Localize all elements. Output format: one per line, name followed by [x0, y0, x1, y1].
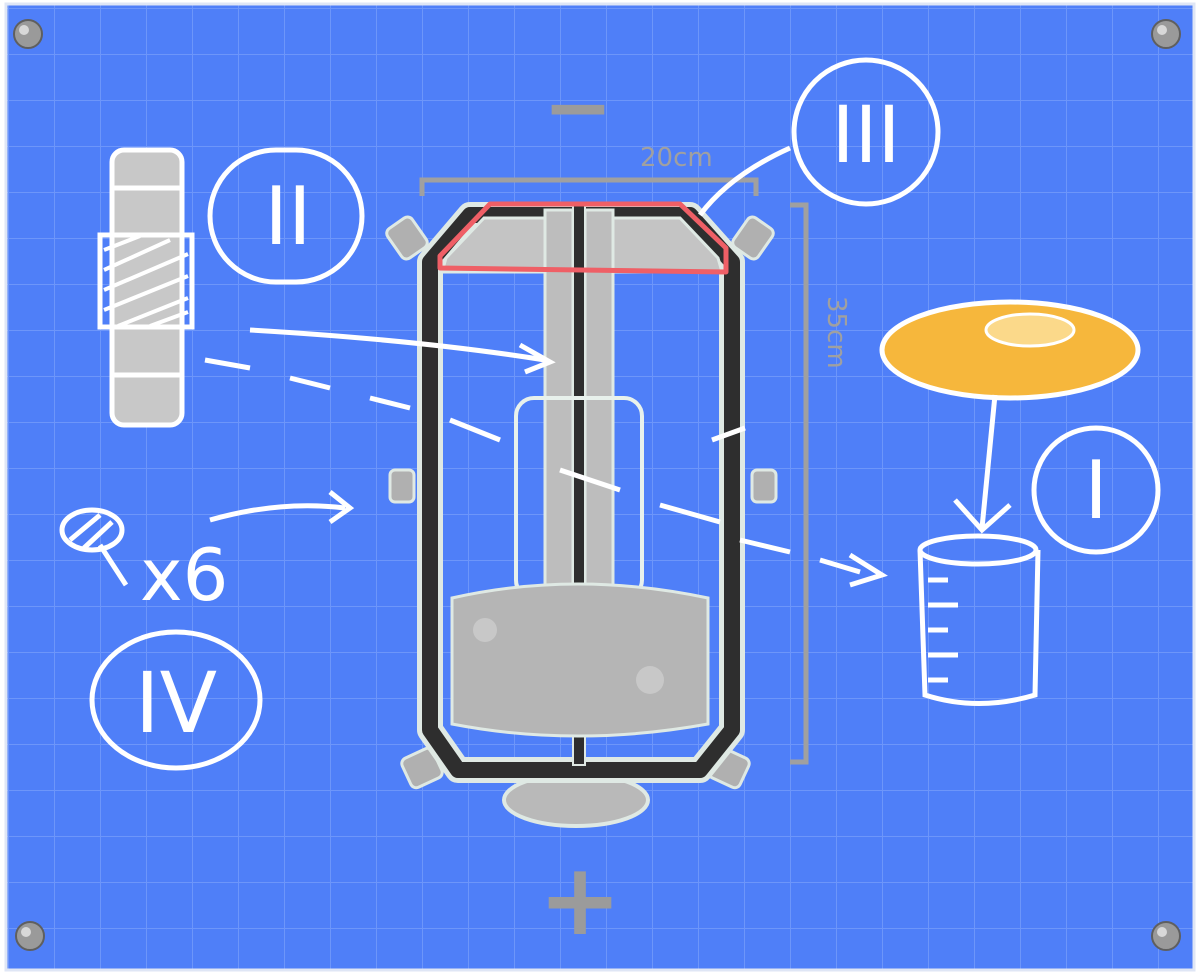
part-two-group: II	[97, 147, 556, 443]
part-four-group: IV	[89, 629, 263, 771]
width-dimension	[419, 177, 759, 196]
beaker-icon	[917, 533, 1041, 706]
label-one: I	[1084, 444, 1108, 537]
label-three: III	[831, 91, 900, 181]
part-one-group: I	[879, 299, 1161, 706]
label-four-circle	[89, 629, 263, 771]
plus-terminal: +	[538, 841, 622, 958]
part-three-group: III	[698, 57, 941, 217]
ring-count: x6	[140, 533, 228, 617]
pin-bottom-right	[1151, 921, 1181, 951]
battery-device	[385, 201, 778, 828]
center-rod	[543, 208, 575, 612]
ring-icon	[59, 507, 129, 587]
pin-top-left	[13, 19, 43, 49]
label-three-circle	[791, 57, 941, 207]
minus-terminal: −	[543, 58, 613, 156]
label-four: IV	[135, 654, 217, 752]
height-dimension	[790, 202, 809, 765]
label-two: II	[264, 170, 311, 263]
top-highlight	[437, 201, 729, 275]
label-two-box	[207, 147, 365, 285]
pin-top-right	[1151, 19, 1181, 49]
bottom-reservoir	[450, 582, 710, 738]
height-dimension-label: 35cm	[821, 296, 851, 369]
corner-pins	[13, 19, 1181, 951]
cylinder-part	[109, 147, 185, 428]
label-one-circle	[1031, 425, 1161, 555]
width-dimension-label: 20cm	[640, 143, 713, 173]
pin-bottom-left	[15, 921, 45, 951]
ring-count-group: x6	[59, 490, 355, 617]
